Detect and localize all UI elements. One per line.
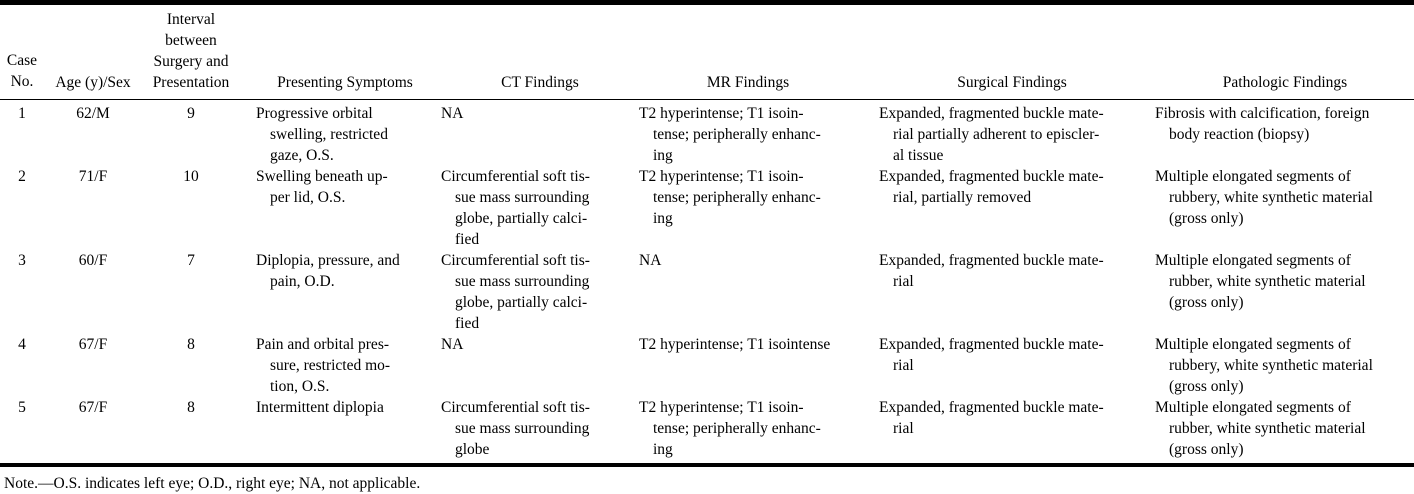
cell-interval: 9 (187, 105, 195, 122)
table-top-rule (0, 0, 1414, 5)
cell-case-no: 2 (18, 168, 26, 185)
cell-case-no: 3 (18, 252, 26, 269)
cell-age-sex: 67/F (78, 399, 108, 416)
cell-mr-findings: T2 hyperintense; T1 isointense (639, 336, 831, 353)
cell-interval: 8 (187, 399, 195, 416)
cell-age-sex: 62/M (76, 105, 110, 122)
header-age-sex: Age (y)/Sex (55, 74, 131, 91)
cell-ct-findings: NA (441, 336, 464, 353)
cell-mr-findings: T2 hyperintense; T1 isoin- tense; periph… (639, 168, 821, 227)
header-surgical-findings: Surgical Findings (957, 74, 1067, 91)
cell-presenting-symptoms: Diplopia, pressure, and pain, O.D. (256, 252, 400, 290)
cell-age-sex: 67/F (78, 336, 108, 353)
cell-mr-findings: T2 hyperintense; T1 isoin- tense; periph… (639, 399, 821, 458)
cell-ct-findings: NA (441, 105, 464, 122)
cell-case-no: 4 (18, 336, 26, 353)
cell-presenting-symptoms: Intermittent diplopia (256, 399, 384, 416)
table-header-rule (0, 99, 1414, 100)
cell-ct-findings: Circumferential soft tis- sue mass surro… (441, 399, 590, 458)
table-bottom-rule (0, 463, 1414, 467)
cell-interval: 8 (187, 336, 195, 353)
header-interval: Interval between Surgery and Presentatio… (152, 11, 230, 91)
cell-pathologic-findings: Fibrosis with calcification, foreign bod… (1155, 105, 1370, 143)
cell-pathologic-findings: Multiple elongated segments of rubbery, … (1155, 168, 1373, 227)
cell-case-no: 1 (18, 105, 26, 122)
cell-pathologic-findings: Multiple elongated segments of rubber, w… (1155, 399, 1366, 458)
cell-ct-findings: Circumferential soft tis- sue mass surro… (441, 252, 590, 332)
header-pathologic-findings: Pathologic Findings (1222, 74, 1348, 91)
cell-surgical-findings: Expanded, fragmented buckle mate- rial p… (879, 105, 1104, 164)
cell-mr-findings: NA (639, 252, 662, 269)
cell-ct-findings: Circumferential soft tis- sue mass surro… (441, 168, 590, 248)
cell-case-no: 5 (18, 399, 26, 416)
header-case-no: Case No. (6, 52, 38, 90)
cell-interval: 10 (183, 168, 199, 185)
cell-surgical-findings: Expanded, fragmented buckle mate- rial (879, 252, 1104, 290)
cell-age-sex: 71/F (78, 168, 108, 185)
cell-presenting-symptoms: Progressive orbital swelling, restricted… (256, 105, 388, 164)
cell-presenting-symptoms: Swelling beneath up- per lid, O.S. (256, 168, 388, 206)
header-presenting-symptoms: Presenting Symptoms (277, 74, 413, 91)
cell-surgical-findings: Expanded, fragmented buckle mate- rial (879, 399, 1104, 437)
header-mr-findings: MR Findings (706, 74, 790, 91)
cell-mr-findings: T2 hyperintense; T1 isoin- tense; periph… (639, 105, 821, 164)
header-ct-findings: CT Findings (501, 74, 579, 91)
cell-age-sex: 60/F (78, 252, 108, 269)
cell-presenting-symptoms: Pain and orbital pres- sure, restricted … (256, 336, 391, 395)
cell-surgical-findings: Expanded, fragmented buckle mate- rial, … (879, 168, 1104, 206)
cell-surgical-findings: Expanded, fragmented buckle mate- rial (879, 336, 1104, 374)
cell-interval: 7 (187, 252, 195, 269)
table-note: Note.—O.S. indicates left eye; O.D., rig… (4, 475, 421, 492)
cell-pathologic-findings: Multiple elongated segments of rubber, w… (1155, 252, 1366, 311)
cell-pathologic-findings: Multiple elongated segments of rubbery, … (1155, 336, 1373, 395)
